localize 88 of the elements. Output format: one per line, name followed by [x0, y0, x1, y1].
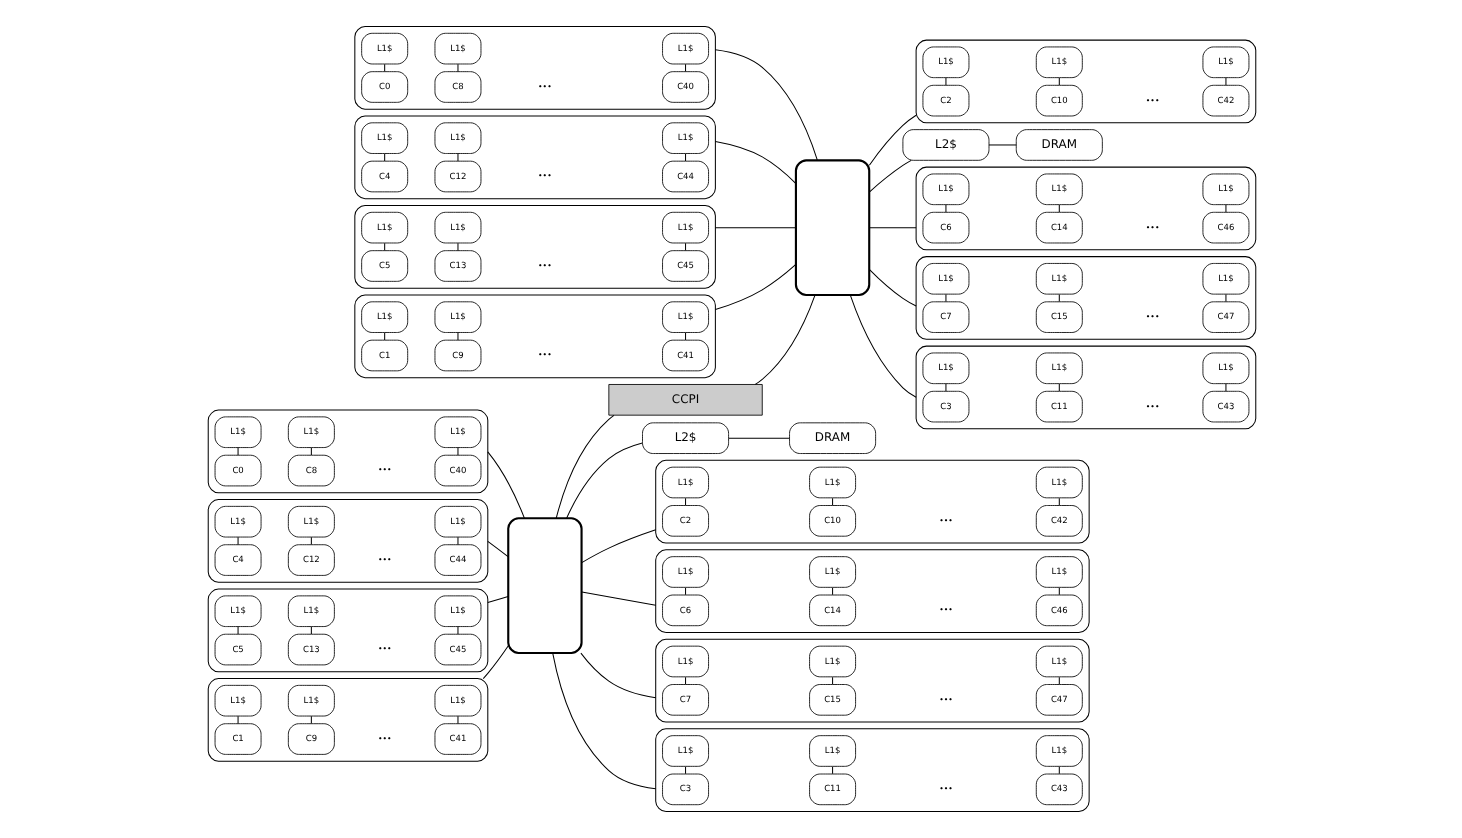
- connector: [944, 204, 946, 213]
- connector: [713, 49, 817, 161]
- connector: [554, 414, 614, 519]
- cluster: [206, 499, 488, 583]
- connector: [580, 529, 656, 564]
- cluster: [914, 39, 1256, 124]
- connector: [848, 294, 916, 398]
- connector: [456, 63, 458, 72]
- cluster: [914, 256, 1256, 340]
- connector: [727, 437, 789, 439]
- connector: [383, 242, 385, 251]
- connector: [456, 447, 458, 456]
- connector: [753, 294, 815, 385]
- connector: [579, 652, 656, 699]
- connector: [1224, 77, 1226, 86]
- connector: [1057, 77, 1059, 86]
- connector: [383, 63, 385, 72]
- connector: [867, 159, 911, 193]
- connector: [1224, 293, 1226, 303]
- connector: [456, 536, 458, 545]
- connector: [684, 153, 686, 162]
- connector: [309, 626, 311, 635]
- connector: [684, 676, 686, 685]
- cluster: [206, 588, 488, 673]
- cluster: [206, 409, 488, 494]
- connector: [1057, 497, 1059, 506]
- connector: [1057, 293, 1059, 303]
- connector: [1057, 383, 1059, 392]
- connector: [565, 442, 642, 519]
- cluster: [206, 678, 488, 762]
- connector: [456, 153, 458, 162]
- connector: [456, 332, 458, 341]
- connector: [551, 652, 656, 790]
- connector: [987, 144, 1016, 146]
- connector: [713, 140, 796, 184]
- node-box: [506, 517, 582, 655]
- connector: [486, 451, 524, 519]
- connector: [867, 268, 916, 307]
- connector: [684, 497, 686, 506]
- connector: [831, 497, 833, 506]
- cluster: [353, 115, 715, 200]
- connector: [831, 587, 833, 596]
- connector: [481, 645, 508, 680]
- connector: [1057, 204, 1059, 213]
- cluster: [353, 205, 715, 289]
- connector: [309, 447, 311, 456]
- cluster: [654, 459, 1089, 544]
- connector: [684, 766, 686, 775]
- connector: [486, 595, 508, 603]
- connector: [944, 383, 946, 392]
- node-box: [793, 159, 870, 297]
- connector: [580, 591, 656, 606]
- connector: [713, 227, 796, 229]
- connector: [456, 715, 458, 724]
- connector: [1224, 204, 1226, 213]
- cluster: [914, 166, 1256, 251]
- connector: [684, 587, 686, 596]
- connector: [456, 626, 458, 635]
- cluster: [654, 549, 1089, 633]
- connector: [1057, 676, 1059, 685]
- connector: [236, 536, 238, 545]
- connector: [236, 626, 238, 635]
- connector: [867, 114, 916, 166]
- cluster: [654, 638, 1089, 723]
- connector: [713, 264, 796, 311]
- connector: [486, 540, 508, 558]
- connector: [456, 242, 458, 251]
- connector: [684, 332, 686, 341]
- cluster: [353, 294, 715, 379]
- connector: [383, 332, 385, 341]
- cluster: [914, 345, 1256, 430]
- connector: [309, 536, 311, 545]
- connector: [1224, 383, 1226, 392]
- connector: [383, 153, 385, 162]
- cluster: [353, 25, 715, 110]
- connector: [944, 293, 946, 303]
- connector: [1057, 587, 1059, 596]
- connector: [309, 715, 311, 724]
- connector: [831, 676, 833, 685]
- connector: [684, 242, 686, 251]
- connector: [236, 715, 238, 724]
- connector: [944, 77, 946, 86]
- connector: [1057, 766, 1059, 775]
- connector: [831, 766, 833, 775]
- connector: [684, 63, 686, 72]
- connector: [236, 447, 238, 456]
- connector: [867, 227, 916, 229]
- cluster: [654, 728, 1089, 812]
